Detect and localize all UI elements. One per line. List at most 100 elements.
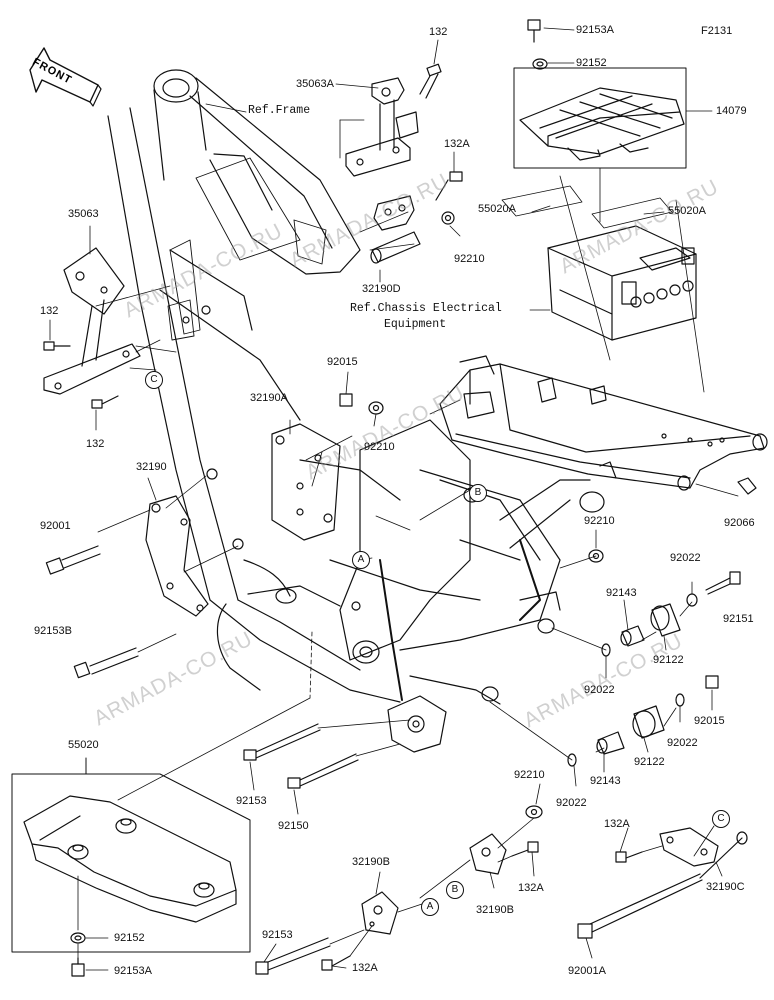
part-label: 55020A (478, 203, 516, 215)
battery-cover-14079 (519, 87, 685, 161)
part-label: 92122 (653, 654, 684, 666)
part-label: 92153B (34, 625, 72, 637)
part-label: 92015 (694, 715, 725, 727)
washer-92022-a (686, 593, 698, 607)
part-label: 32190B (476, 904, 514, 916)
bolt-132a-top (435, 171, 463, 201)
part-label: 14079 (716, 105, 747, 117)
part-label: 92210 (364, 441, 395, 453)
skid-plate-55020 (23, 795, 237, 923)
part-label: 132A (518, 882, 544, 894)
battery (547, 225, 697, 341)
part-label: 92210 (514, 769, 545, 781)
washer-92152-bottom (70, 932, 86, 944)
bolt-92015-a (339, 393, 353, 407)
ref-chassis-line2: Equipment (384, 318, 447, 331)
part-label: 92015 (327, 356, 358, 368)
part-label: 32190B (352, 856, 390, 868)
circle-ref-b: B (446, 881, 464, 899)
part-label: 35063A (296, 78, 334, 90)
part-label: 92143 (590, 775, 621, 787)
part-label: 55020 (68, 739, 99, 751)
rear-subframe (439, 355, 768, 491)
part-label: 32190A (250, 392, 288, 404)
bolt-92153a-bottom (71, 957, 85, 977)
nut-92210-c (588, 549, 604, 563)
circle-ref-b: B (469, 484, 487, 502)
part-label: 132A (444, 138, 470, 150)
bolt-132-top (419, 63, 442, 99)
part-label: 32190 (136, 461, 167, 473)
bolt-92153b (73, 647, 139, 679)
washer-92022-c (675, 693, 685, 707)
pad-55020a-left (501, 185, 583, 217)
part-label: 132A (604, 818, 630, 830)
part-label: 32190D (362, 283, 401, 295)
bolt-132-left (43, 341, 71, 351)
plate-32190 (145, 495, 209, 617)
bolt-92153-a (243, 723, 321, 761)
bolt-132a-mid (511, 841, 539, 857)
bolt-92001 (45, 545, 101, 575)
skidplate-box (11, 773, 251, 953)
nut-92210-d (525, 805, 543, 819)
front-arrow-icon (29, 47, 102, 107)
bolt-132a-bot (321, 955, 351, 971)
part-label: 132 (429, 26, 448, 38)
bushing-92122-a (650, 603, 681, 637)
part-label: 92153 (262, 929, 293, 941)
bolt-92150 (287, 753, 359, 789)
ref-frame: Ref.Frame (248, 104, 311, 117)
circle-ref-a: A (352, 551, 370, 569)
collar-92143-a (620, 625, 645, 647)
ref-chassis-line1: Ref.Chassis Electrical (350, 302, 502, 315)
part-label: 92153A (114, 965, 152, 977)
part-label: 92001A (568, 965, 606, 977)
bolt-92151 (705, 571, 741, 595)
part-label: 92001 (40, 520, 71, 532)
leader-lines (49, 27, 739, 971)
bolt-132-low (91, 395, 119, 409)
bracket-32190c (659, 827, 748, 879)
circle-ref-a: A (421, 898, 439, 916)
part-label: 92152 (576, 57, 607, 69)
circle-ref-c: C (145, 371, 163, 389)
part-label: 92152 (114, 932, 145, 944)
circle-ref-c: C (712, 810, 730, 828)
part-label: 132 (86, 438, 105, 450)
main-frame (107, 69, 605, 753)
bracket-32190b (361, 833, 507, 935)
plate-32190a (271, 423, 341, 541)
bolt-132a-b (615, 851, 643, 863)
nut-92015-b (705, 675, 719, 689)
bolt-92153-b (255, 937, 331, 975)
part-label: 92210 (454, 253, 485, 265)
part-label: 35063 (68, 208, 99, 220)
part-label: 132 (40, 305, 59, 317)
part-label: 92151 (723, 613, 754, 625)
part-label: 32190C (706, 881, 745, 893)
part-label: 132A (352, 962, 378, 974)
collar-92143-b (596, 731, 625, 755)
part-label: 55020A (668, 205, 706, 217)
part-label: 92153A (576, 24, 614, 36)
nut-92210-b (368, 401, 384, 415)
part-label: 92143 (606, 587, 637, 599)
part-label: 92022 (670, 552, 701, 564)
part-label: 92022 (667, 737, 698, 749)
part-label: 92066 (724, 517, 755, 529)
bolt-92153a-top (527, 19, 548, 70)
pad-55020a-right (591, 197, 673, 229)
part-label: 92022 (556, 797, 587, 809)
part-label: 92022 (584, 684, 615, 696)
part-label: 92150 (278, 820, 309, 832)
diagram-code: F2131 (701, 25, 733, 37)
bushing-92122-b (632, 705, 665, 739)
bracket-35063a (345, 77, 419, 177)
washer-92022-d (567, 753, 577, 767)
cap-92066 (737, 477, 757, 495)
bracket-35063 (43, 247, 141, 395)
bolt-92001a (577, 873, 703, 939)
